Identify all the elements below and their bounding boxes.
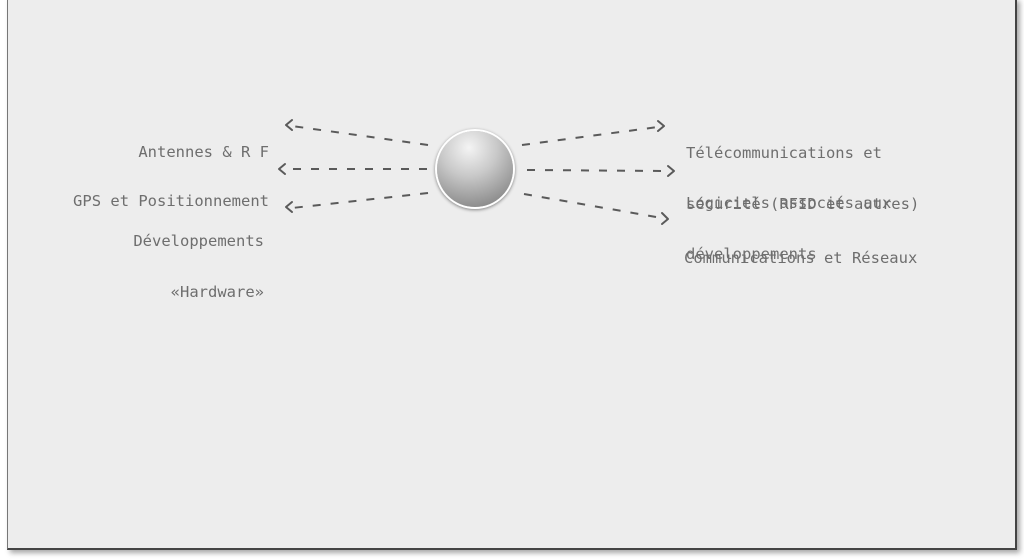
topic-communications-reseaux[interactable]: Communications et Réseaux [684,216,917,301]
topic-telecommunications-securite[interactable]: Télécommunications et sécurité (RFID et … [686,111,919,247]
arrowhead-antennes [285,119,293,131]
connector-telecom [521,126,659,146]
connector-hardware [291,192,429,209]
content-panel [7,0,1017,550]
topic-developpements-hardware[interactable]: Développements «Hardware» [133,199,264,335]
topic-logiciels-developpements[interactable]: Logiciels associés aux développements [686,161,891,297]
topic-label-line: Développements [133,232,264,250]
topic-label-line: Communications et Réseaux [684,249,918,267]
arrowhead-communications [661,212,669,225]
arrowhead-hardware [285,201,293,213]
topic-label-line: sécurité (RFID et autres) [686,195,920,213]
center-hub-sphere[interactable] [437,131,513,207]
topic-antennes-rf[interactable]: Antennes & R F [138,110,269,195]
arrowhead-logiciels [667,165,675,177]
connector-communications [523,193,663,219]
connector-logiciels [526,169,669,172]
topic-label-line: Logiciels associés aux [686,194,892,212]
topic-label-line: Télécommunications et [686,144,882,162]
topic-label-line: GPS et Positionnement [73,192,269,210]
topic-label-line: Antennes & R F [138,143,269,161]
arrowhead-gps [278,163,286,175]
topic-gps-positionnement[interactable]: GPS et Positionnement [73,159,269,244]
topic-label-line: «Hardware» [170,283,264,301]
arrowhead-telecom [657,120,665,132]
connector-antennes [291,125,429,146]
topic-label-line: développements [686,245,817,263]
